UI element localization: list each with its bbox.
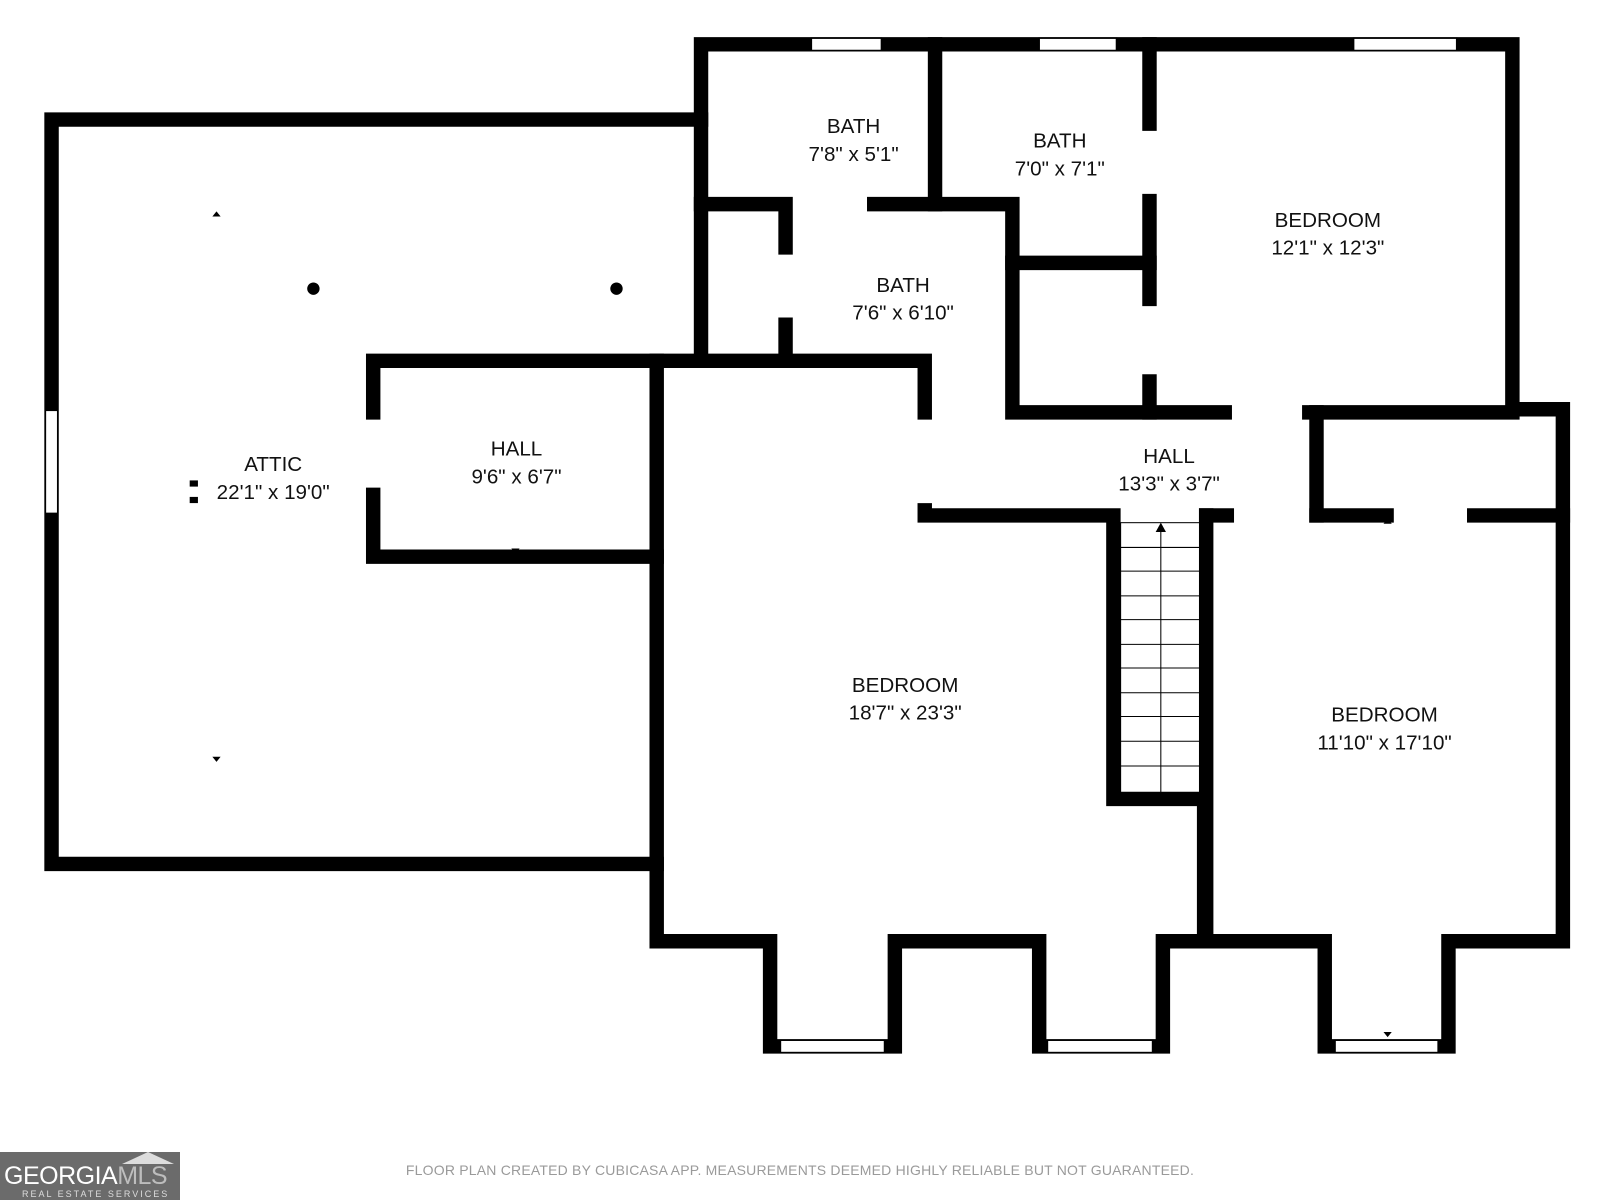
room-name: ATTIC — [244, 453, 302, 476]
room-size: 22'1" x 19'0" — [217, 481, 330, 504]
room-name: HALL — [1143, 445, 1195, 468]
roof-icon — [122, 1152, 174, 1164]
logo-brand: GEORGIAMLS — [4, 1162, 168, 1191]
disclaimer-text: FLOOR PLAN CREATED BY CUBICASA APP. MEAS… — [405, 1162, 1195, 1178]
room-name: BATH — [1033, 129, 1086, 152]
logo-brand-b: MLS — [117, 1162, 168, 1190]
room-labels: ATTIC 22'1" x 19'0" HALL 9'6" x 6'7" BAT… — [217, 115, 1452, 754]
room-size: 7'8" x 5'1" — [809, 143, 899, 166]
marker-icon — [511, 362, 520, 369]
georgia-mls-logo: GEORGIAMLS REAL ESTATE SERVICES — [0, 1152, 180, 1200]
room-name: BATH — [876, 274, 929, 297]
marker-icon — [212, 211, 221, 217]
light-fixture-icon — [307, 282, 320, 295]
windows — [44, 37, 1458, 1054]
room-size: 7'6" x 6'10" — [852, 302, 954, 325]
stair-arrow-icon — [1155, 522, 1166, 532]
room-size: 7'0" x 7'1" — [1015, 157, 1105, 180]
fixtures — [189, 211, 1392, 1038]
room-size: 18'7" x 23'3" — [849, 702, 962, 725]
room-name: HALL — [491, 438, 543, 461]
marker-icon — [1383, 1031, 1392, 1038]
room-size: 12'1" x 12'3" — [1271, 237, 1384, 260]
marker-icon — [1383, 518, 1392, 524]
logo-brand-a: GEORGIA — [4, 1162, 118, 1190]
room-size: 9'6" x 6'7" — [471, 466, 561, 489]
logo-tagline: REAL ESTATE SERVICES — [22, 1189, 170, 1199]
light-fixture-icon — [610, 282, 623, 295]
marker-icon — [511, 548, 520, 554]
room-name: BEDROOM — [852, 674, 959, 697]
marker-icon — [212, 756, 221, 762]
room-name: BEDROOM — [1275, 209, 1382, 232]
room-size: 11'10" x 17'10" — [1317, 731, 1451, 754]
vent-icon — [189, 480, 198, 487]
staircase — [1120, 522, 1202, 794]
room-name: BEDROOM — [1331, 704, 1438, 727]
walls — [44, 37, 1571, 1054]
room-size: 13'3" x 3'7" — [1118, 473, 1220, 496]
vent-icon — [189, 496, 198, 504]
room-name: BATH — [827, 115, 880, 138]
